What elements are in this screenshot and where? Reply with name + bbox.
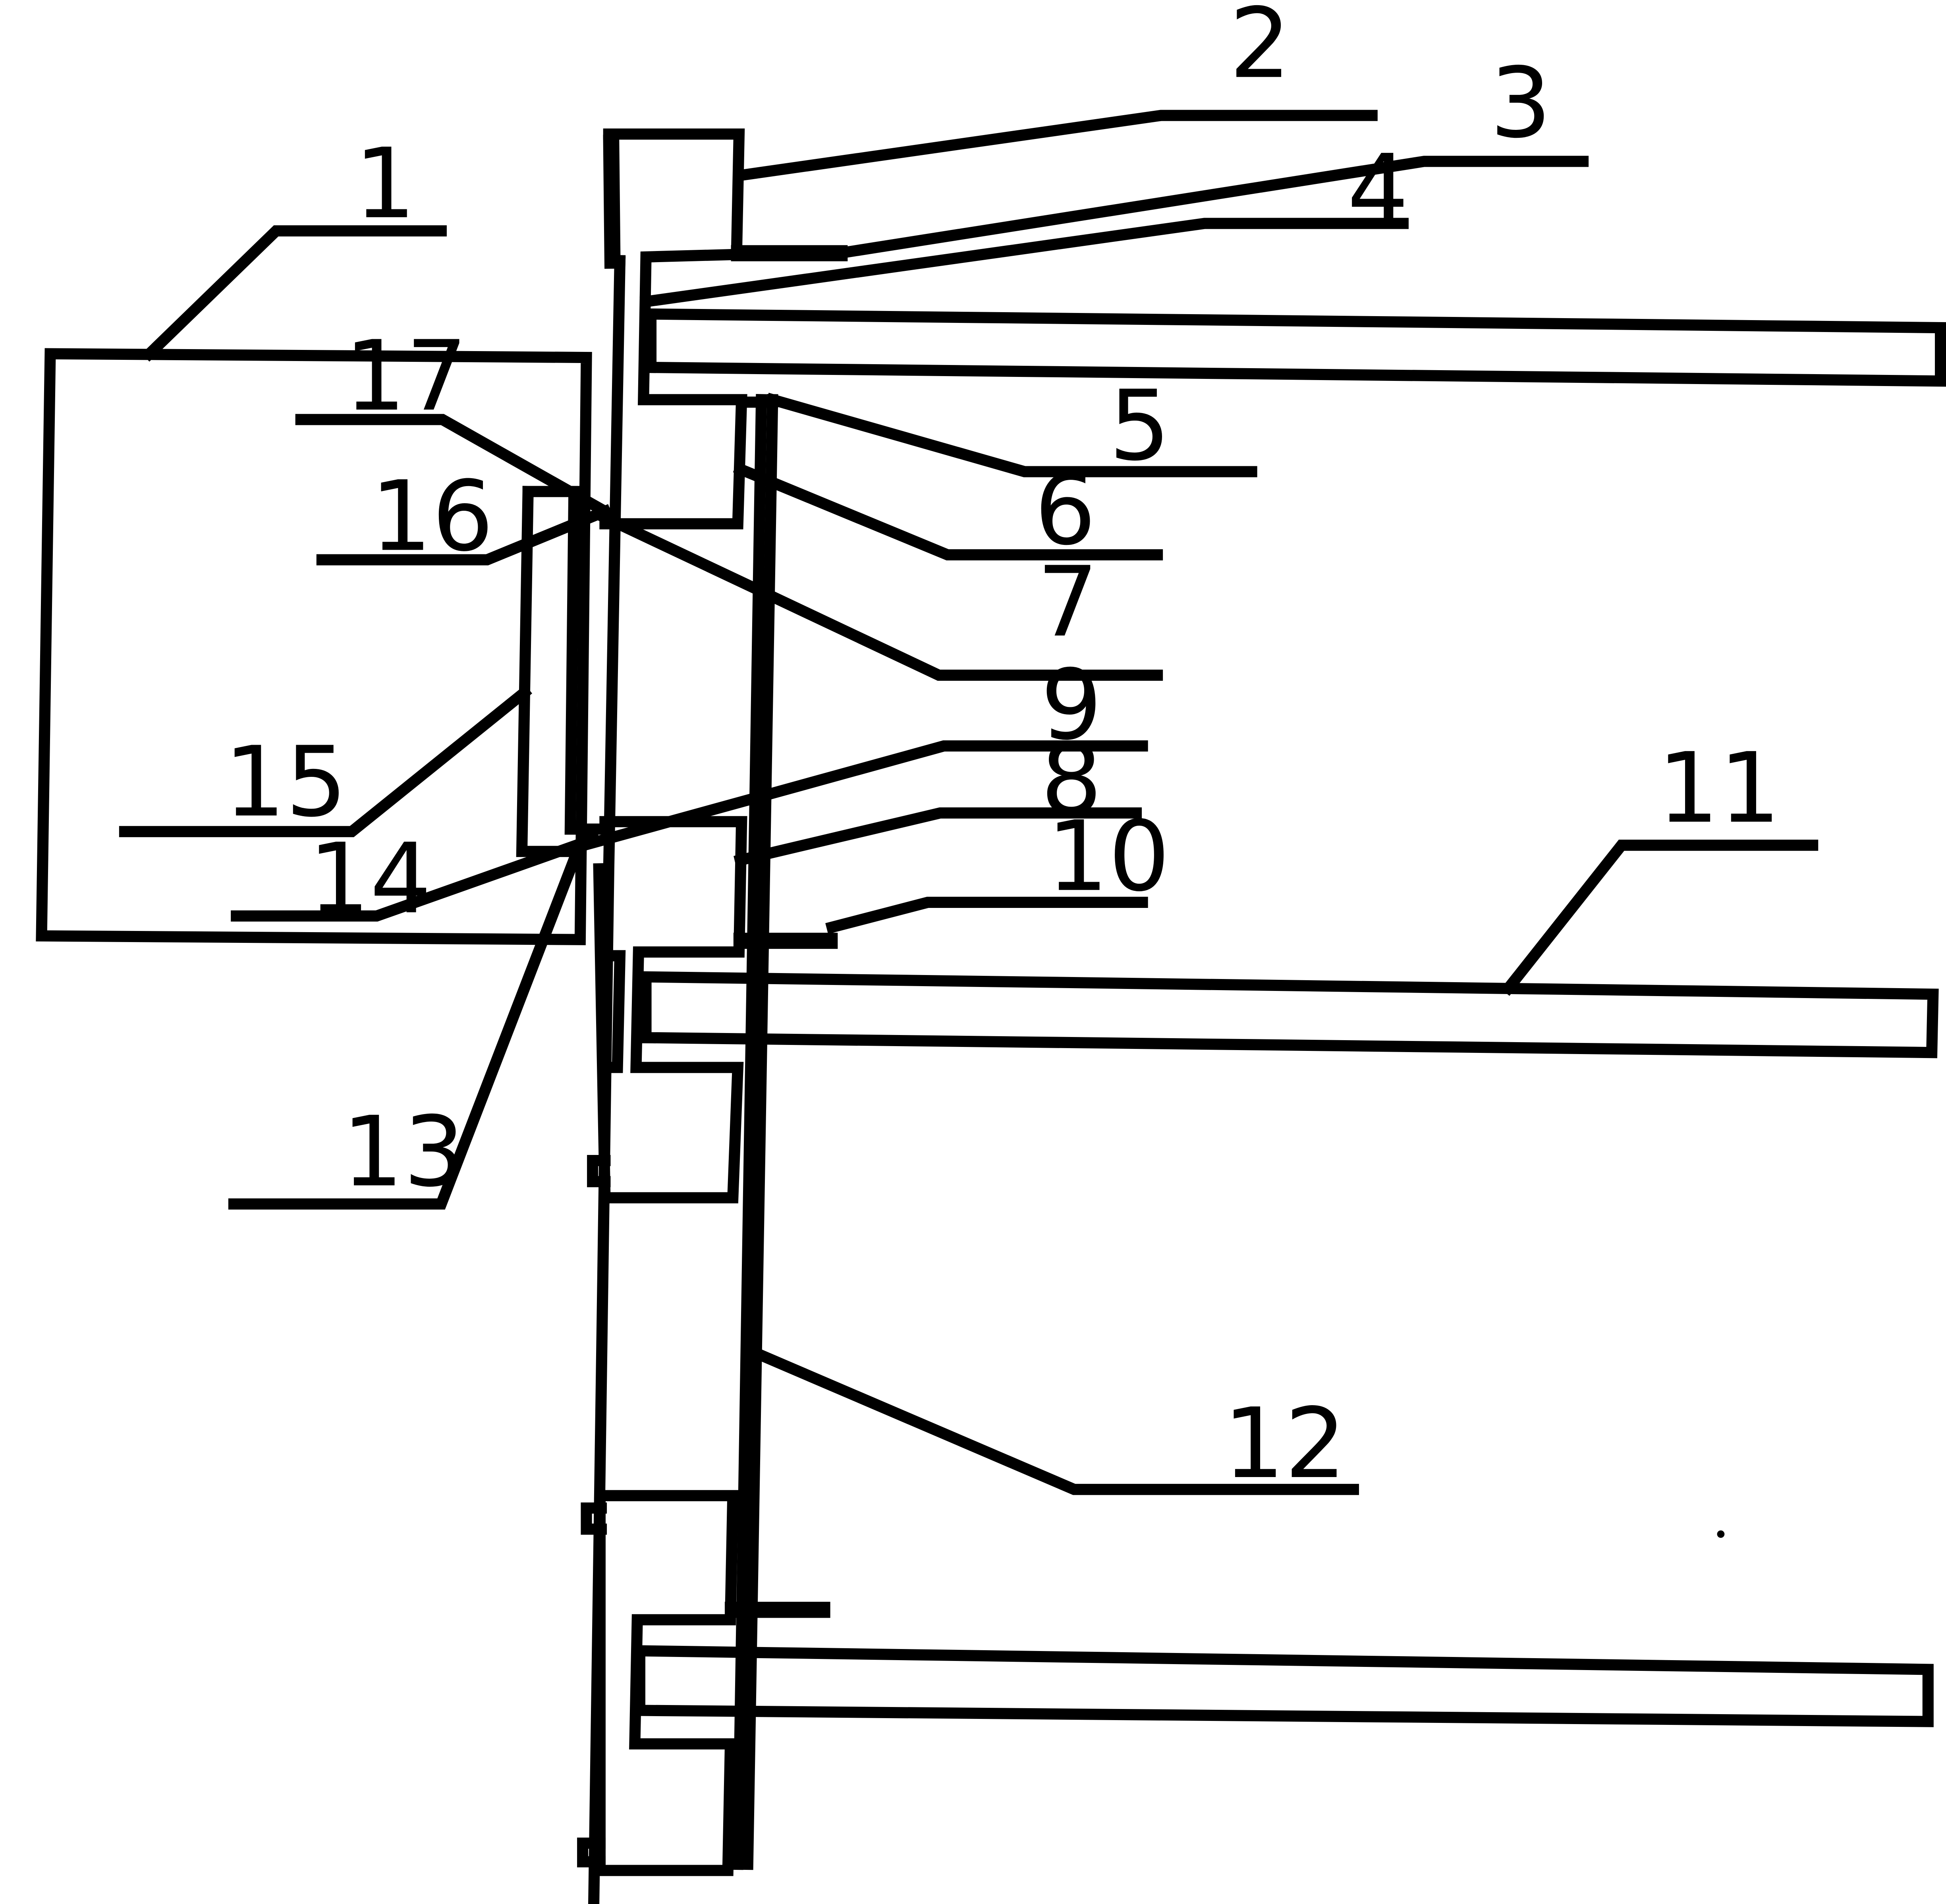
leader-4: [639, 218, 1409, 308]
part-12-rail-inner: [732, 394, 767, 1870]
leader-3: [833, 156, 1589, 260]
leader-5: [765, 392, 1257, 477]
label-4: 4: [1347, 134, 1409, 247]
middle-tab: [587, 1155, 611, 1188]
leader-10a: [734, 807, 1142, 867]
lower-tab-top: [581, 1502, 607, 1535]
label-14: 14: [308, 823, 431, 935]
label-5: 5: [1109, 370, 1170, 482]
part-16-plate: [564, 486, 608, 835]
left-rail-upper: [603, 134, 621, 269]
lower-block: [594, 1490, 739, 1876]
lower-tab-bottom: [577, 1837, 606, 1867]
middle-strip: [602, 950, 626, 1073]
label-11: 11: [1658, 732, 1781, 845]
stray-dot: [1717, 1530, 1725, 1538]
label-12: 12: [1223, 1388, 1346, 1500]
label-9: 9: [1041, 649, 1102, 761]
label-13: 13: [342, 1096, 465, 1209]
label-3: 3: [1490, 47, 1552, 160]
part-1-box: [36, 348, 592, 945]
label-7: 7: [1037, 546, 1098, 658]
label-6: 6: [1035, 454, 1096, 567]
leader-17: [295, 414, 613, 519]
leader-13: [228, 826, 591, 1210]
label-10: 10: [1047, 801, 1170, 913]
leader-11: [1500, 840, 1819, 996]
leader-6: [733, 462, 1163, 561]
leader-2: [736, 110, 1378, 182]
leader-8: [577, 740, 1148, 852]
lower-strip: [592, 1525, 604, 1848]
label-1: 1: [354, 128, 416, 240]
label-16: 16: [371, 460, 494, 573]
label-8: 8: [1041, 724, 1102, 836]
leader-12: [745, 1344, 1359, 1495]
left-rail-strip: [613, 256, 626, 402]
leader-16: [316, 504, 612, 566]
label-17: 17: [344, 320, 467, 433]
label-15: 15: [224, 726, 347, 838]
leader-1: [141, 225, 447, 362]
leader-10b: [825, 896, 1148, 934]
leader-15: [119, 685, 533, 837]
label-2: 2: [1229, 0, 1291, 100]
leader-14: [231, 832, 601, 922]
part-12-rail-outer: [742, 394, 778, 1870]
leader-9: [597, 510, 1163, 681]
